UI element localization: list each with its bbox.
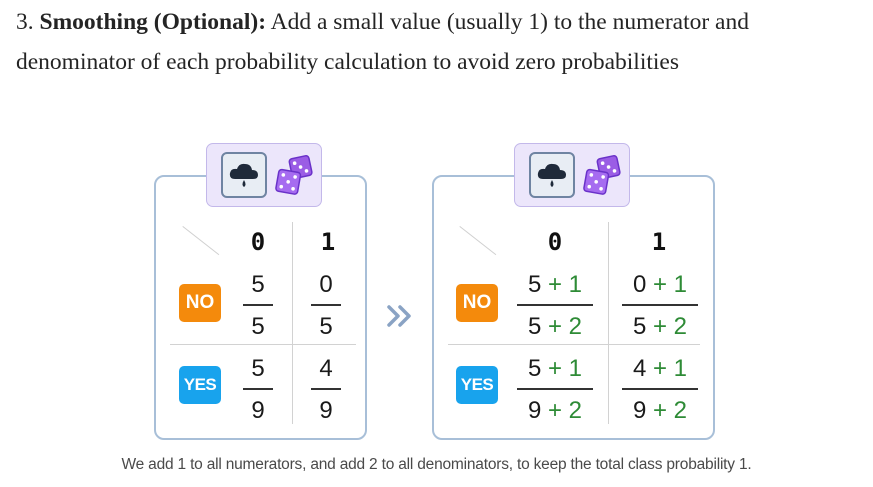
row-label-no: NO — [456, 284, 498, 322]
row-label-yes: YES — [456, 366, 498, 404]
column-header-0: 0 — [547, 228, 563, 256]
column-divider — [608, 222, 609, 424]
feature-icons-tab — [206, 143, 322, 207]
weather-icon-box — [529, 152, 575, 198]
row-label-no: NO — [179, 284, 221, 322]
column-header-0: 0 — [250, 228, 266, 256]
dice-icon — [583, 154, 621, 195]
row-divider — [170, 344, 356, 345]
row-divider — [448, 344, 700, 345]
smoothing-label: Smoothing (Optional): — [39, 9, 267, 35]
weather-icon-box — [221, 152, 267, 198]
feature-icons-tab — [514, 143, 630, 207]
dice-icon — [275, 154, 313, 195]
smoothing-paragraph: 3. Smoothing (Optional): Add a small val… — [16, 2, 866, 82]
column-header-1: 1 — [651, 228, 667, 256]
smoothing-description: Add a small value (usually 1) to the num… — [16, 9, 749, 75]
column-divider — [292, 222, 293, 424]
double-chevron-right-icon — [387, 305, 411, 327]
figure-caption: We add 1 to all numerators, and add 2 to… — [121, 456, 752, 473]
rain-cloud-icon — [537, 163, 566, 187]
column-header-1: 1 — [320, 228, 336, 256]
row-label-yes: YES — [179, 366, 221, 404]
list-number: 3. — [16, 9, 40, 35]
rain-cloud-icon — [229, 163, 258, 187]
